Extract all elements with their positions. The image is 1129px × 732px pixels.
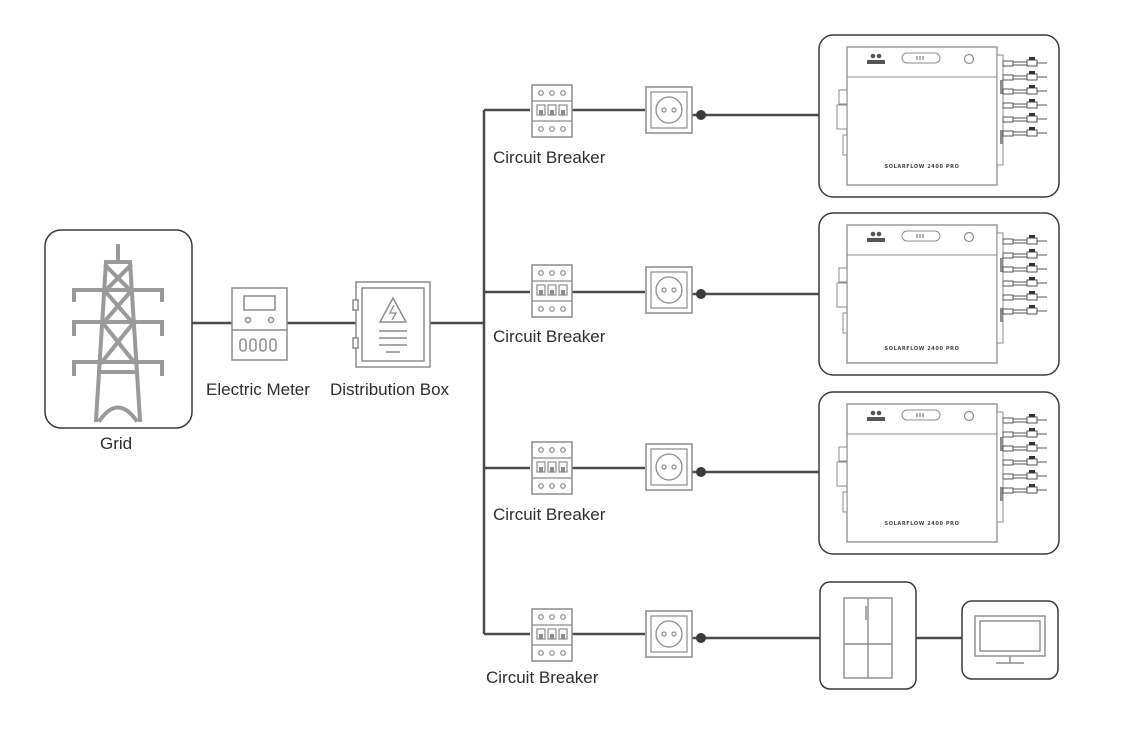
junction-dots xyxy=(696,110,706,643)
distribution-box-icon xyxy=(352,281,431,368)
wiring xyxy=(192,108,962,640)
circuit-breaker-3-icon xyxy=(531,441,573,495)
solarflow-model-label: SOLARFLOW 2400 PRO xyxy=(885,164,960,170)
circuit-breaker-3-label: Circuit Breaker xyxy=(493,505,606,524)
refrigerator-icon xyxy=(819,581,917,690)
solarflow-model-label: SOLARFLOW 2400 PRO xyxy=(885,346,960,352)
grid-icon xyxy=(44,229,193,429)
circuit-breaker-2-label: Circuit Breaker xyxy=(493,327,606,346)
solarflow-unit-2: SOLARFLOW 2400 PRO xyxy=(818,212,1060,376)
circuit-breaker-1-label: Circuit Breaker xyxy=(493,148,606,167)
grid-label: Grid xyxy=(100,434,133,453)
socket-4-icon xyxy=(645,610,693,658)
electric-meter-icon xyxy=(231,287,288,361)
solarflow-unit-3: SOLARFLOW 2400 PRO xyxy=(818,391,1060,555)
distribution-box-label: Distribution Box xyxy=(330,380,450,399)
television-icon xyxy=(961,600,1059,680)
socket-2-icon xyxy=(645,266,693,314)
socket-1-icon xyxy=(645,86,693,134)
circuit-breaker-1-icon xyxy=(531,84,573,138)
electric-meter-label: Electric Meter xyxy=(206,380,310,399)
circuit-breaker-2-icon xyxy=(531,264,573,318)
solarflow-unit-1: SOLARFLOW 2400 PRO xyxy=(818,34,1060,198)
socket-3-icon xyxy=(645,443,693,491)
circuit-breaker-4-icon xyxy=(531,608,573,662)
solarflow-model-label: SOLARFLOW 2400 PRO xyxy=(885,521,960,527)
circuit-breaker-4-label: Circuit Breaker xyxy=(486,668,599,687)
